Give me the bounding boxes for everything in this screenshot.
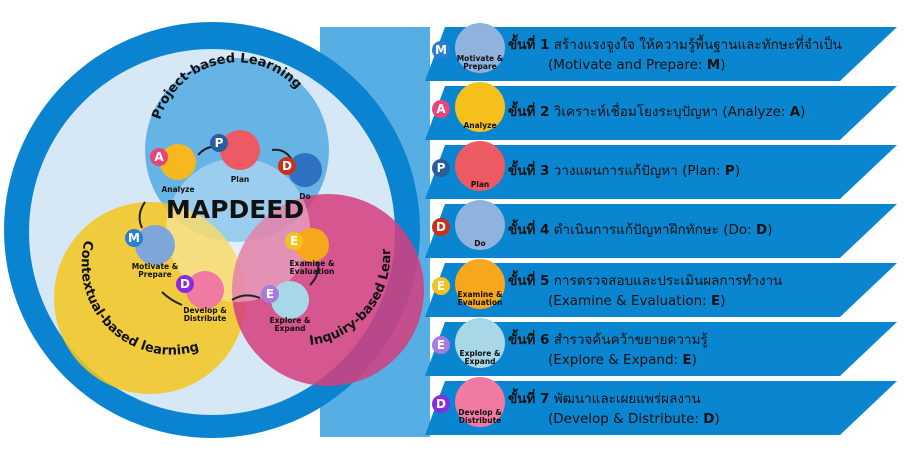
cycle-icon: E Explore & Expand [261, 281, 311, 333]
step-number: ขั้นที่ 6 [508, 332, 550, 348]
step-letter-badge: A [150, 148, 168, 166]
step-eng: (Explore & Expand: [548, 352, 683, 368]
cycle-icon: D Do [278, 153, 322, 201]
cycle-label: Plan [230, 175, 250, 184]
cycle-icon: P Plan [210, 130, 260, 184]
step-icon: Examine & Evaluation [455, 259, 505, 309]
step-icon: Do [455, 200, 505, 250]
cycle-icon: A Analyze [150, 144, 196, 194]
step-eng: (Motivate and Prepare: [548, 57, 707, 73]
step-key: A [789, 104, 801, 120]
step-ribbon [425, 322, 897, 376]
step-key: D [755, 222, 768, 238]
cycle-label: Develop & Distribute [183, 306, 227, 323]
center-overlap [166, 158, 310, 302]
paren: ) [691, 352, 697, 368]
step-eng: (Examine & Evaluation: [548, 293, 712, 309]
step-row: Analyze A ขั้นที่ 2 วิเคราะห์เชื่อมโยงระ… [0, 82, 911, 141]
contextual-circle [54, 202, 246, 394]
paren: ) [800, 104, 806, 120]
paren: ) [767, 222, 773, 238]
paren: ) [734, 163, 741, 179]
step-ribbons [425, 27, 897, 435]
step-letter-badge: D [432, 395, 450, 413]
cycle-icon: E Examine & Evaluation [285, 228, 335, 276]
cycle-label: Motivate & Prepare [131, 262, 179, 279]
step-icon-label: Plan [470, 180, 490, 189]
step-letter-badge: E [285, 232, 303, 250]
cycle-label: Examine & Evaluation [289, 259, 335, 276]
paren: ) [714, 411, 720, 427]
step-letter-badge: M [432, 41, 450, 59]
step-icon: Analyze [455, 82, 505, 132]
cycle-label: Do [299, 192, 311, 201]
step-key: P [724, 163, 735, 179]
step-thai: สำรวจค้นคว้าขยายความรู้ [553, 332, 708, 348]
step-icon-label: Develop & Distribute [458, 408, 502, 425]
step-letter-badge: D [176, 275, 194, 293]
step-row: Examine & Evaluation E ขั้นที่ 5 การตรวจ… [0, 259, 911, 318]
step-thai: การตรวจสอบและประเมินผลการทำงาน [553, 273, 783, 289]
step-number: ขั้นที่ 2 [508, 104, 550, 120]
cycle-label: Explore & Expand [269, 316, 311, 333]
step-letter-badge: P [432, 159, 450, 177]
step-letter-badge: D [432, 218, 450, 236]
step-icon: Motivate & Prepare [455, 23, 505, 73]
step-ribbon [425, 204, 897, 258]
step-ribbon [425, 381, 897, 435]
step-icon-label: Explore & Expand [459, 349, 501, 366]
cycle-icon: D Develop & Distribute [176, 271, 227, 323]
step-ribbon [425, 263, 897, 317]
step-ribbon [425, 27, 897, 81]
step-row: Explore & Expand E ขั้นที่ 6 สำรวจค้นคว้… [0, 318, 911, 377]
step-thai: ดำเนินการแก้ปัญหาฝึกทักษะ (Do: [553, 222, 756, 238]
mapdeed-title: MAPDEED [166, 195, 304, 224]
step-thai: พัฒนาและเผยแพร่ผลงาน [553, 391, 701, 407]
step-icon: Plan [455, 141, 505, 191]
step-icon: Explore & Expand [455, 318, 505, 368]
step-letter-badge: E [432, 277, 450, 295]
step-key: D [703, 411, 715, 427]
cycle-label: Analyze [161, 185, 195, 194]
step-row: Develop & Distribute D ขั้นที่ 7 พัฒนาแล… [0, 377, 911, 436]
step-number: ขั้นที่ 3 [508, 163, 550, 179]
step-number: ขั้นที่ 4 [508, 222, 550, 238]
cycle-icon: M Motivate & Prepare [125, 225, 178, 279]
step-row: Do D ขั้นที่ 4 ดำเนินการแก้ปัญหาฝึกทักษะ… [0, 200, 911, 259]
step-number: ขั้นที่ 7 [508, 391, 550, 407]
step-letter-badge: E [432, 336, 450, 354]
paren: ) [720, 293, 726, 309]
step-key: E [711, 293, 721, 309]
step-thai: สร้างแรงจูงใจ ให้ความรู้พื้นฐานและทักษะท… [553, 37, 842, 53]
paren: ) [720, 57, 726, 73]
step-thai: วางแผนการแก้ปัญหา (Plan: [553, 163, 725, 179]
step-letter-badge: D [278, 157, 296, 175]
step-key: M [706, 57, 721, 73]
step-number: ขั้นที่ 1 [508, 37, 550, 53]
step-letter-badge: A [432, 100, 450, 118]
step-row: Plan P ขั้นที่ 3 วางแผนการแก้ปัญหา (Plan… [0, 141, 911, 200]
step-letter-badge: E [261, 285, 279, 303]
step-number: ขั้นที่ 5 [508, 273, 550, 289]
step-eng: (Develop & Distribute: [548, 411, 704, 427]
step-key: E [682, 352, 692, 368]
step-icon: Develop & Distribute [455, 377, 505, 427]
step-ribbon [425, 86, 897, 140]
step-icon-label: Examine & Evaluation [457, 290, 503, 307]
step-icon-label: Motivate & Prepare [456, 54, 504, 71]
step-letter-badge: P [210, 134, 228, 152]
inquiry-circle [232, 194, 424, 386]
step-icon-label: Do [474, 239, 486, 248]
step-thai: วิเคราะห์เชื่อมโยงระบุปัญหา (Analyze: [553, 104, 790, 120]
step-ribbon [425, 145, 897, 199]
step-icon-label: Analyze [463, 121, 497, 130]
step-letter-badge: M [125, 229, 143, 247]
step-row: Motivate & Prepare M ขั้นที่ 1 สร้างแรงจ… [0, 23, 911, 82]
